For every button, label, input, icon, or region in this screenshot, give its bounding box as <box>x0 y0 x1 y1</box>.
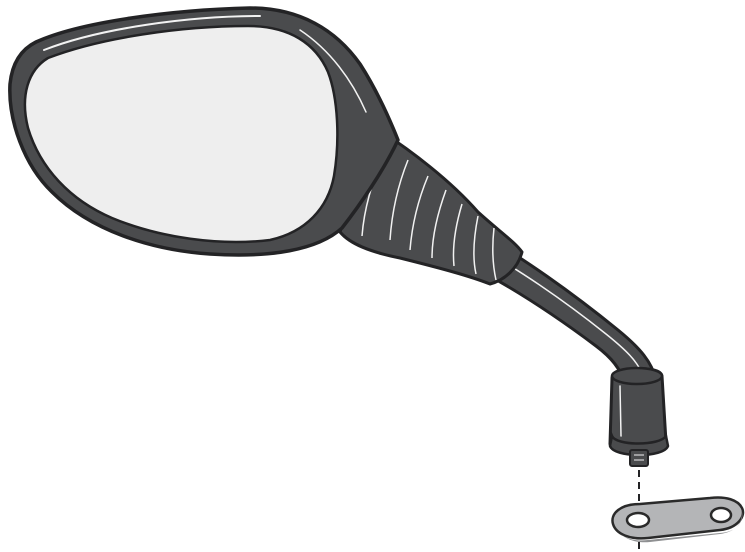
bracket-hole-right <box>711 508 731 522</box>
mounting-bracket <box>612 497 743 542</box>
bracket-hole-left <box>627 513 649 527</box>
threaded-bolt <box>630 450 648 466</box>
mounting-sleeve <box>610 368 668 455</box>
